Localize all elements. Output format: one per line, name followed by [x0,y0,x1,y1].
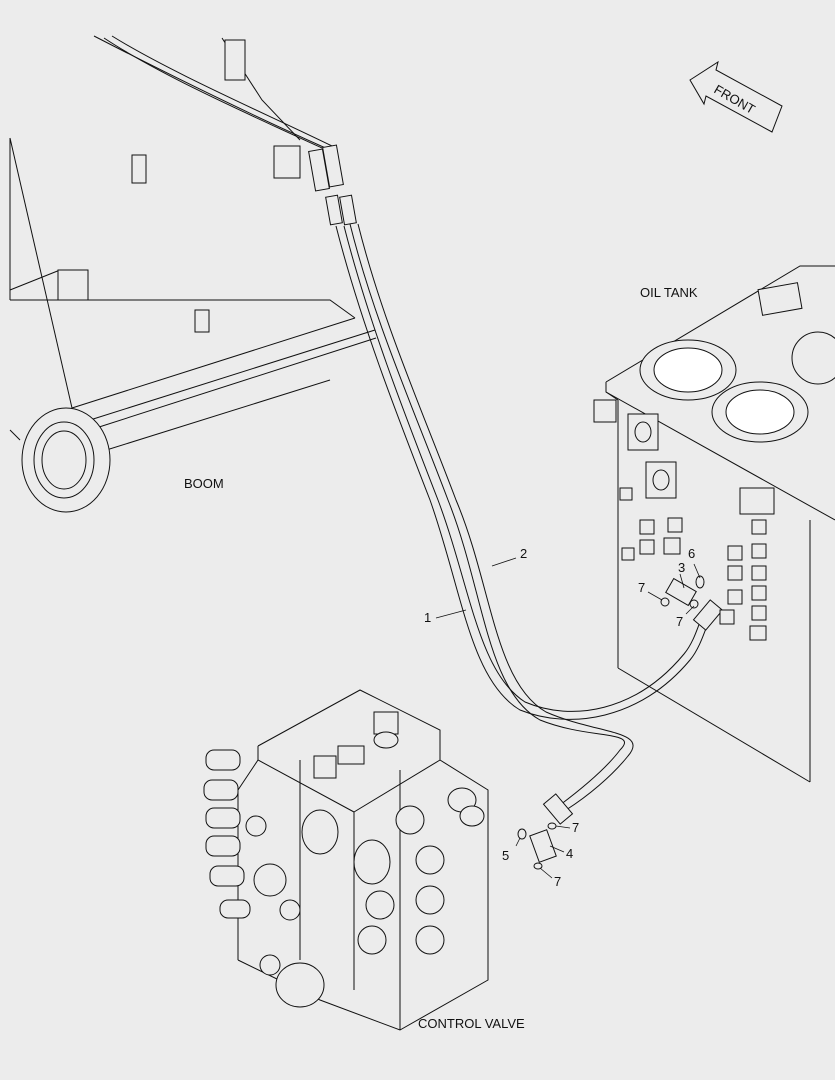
callout-7a: 7 [638,580,645,595]
callout-4: 4 [566,846,573,861]
part-6-oring [695,575,705,589]
boom: BOOM [9,35,377,513]
part-5-oring [517,828,527,840]
leader-1 [435,609,467,619]
hose-clamp [273,145,301,179]
boom-fitting-4 [339,194,357,226]
callout-3: 3 [678,560,685,575]
oil-tank-label: OIL TANK [640,285,698,300]
callout-6: 6 [688,546,695,561]
hose-2 [349,223,634,811]
valve-bosses [245,711,485,1008]
leader-2 [491,557,517,567]
callouts: 1 2 3 6 7 7 7 4 5 7 [424,546,701,889]
leader-7c [555,825,571,829]
part-7-oring-b [689,599,699,609]
boom-label: BOOM [184,476,224,491]
tank-bracket [739,487,775,515]
boom-bracket-3 [57,269,89,301]
part-3-fitting [665,577,697,607]
callout-1: 1 [424,610,431,625]
leader-7d [539,867,553,879]
control-valve: CONTROL VALVE [203,689,557,1031]
tank-port-fittings [619,487,767,641]
leader-3 [679,573,685,589]
boom-bracket-4 [224,39,246,81]
front-arrow: FRONT [689,60,783,133]
oil-tank: OIL TANK [593,265,835,783]
tank-flange-1 [627,413,659,451]
valve-spool-caps [203,749,251,919]
part-7-oring-a [660,597,670,607]
callout-7c: 7 [572,820,579,835]
boom-fitting-2 [322,144,344,188]
tank-flange-2 [645,461,677,499]
part-7-oring-d [533,862,543,870]
callout-2: 2 [520,546,527,561]
tank-cap [757,282,803,316]
leader-5 [515,837,521,847]
callout-5: 5 [502,848,509,863]
boom-bracket-1 [131,154,147,184]
leader-7a [647,591,663,601]
part-7-oring-c [547,822,557,830]
tank-hose-fitting [692,599,724,631]
leader-4 [549,845,565,853]
leader-7b [685,605,695,615]
boom-bracket-2 [194,309,210,333]
boom-fitting-3 [325,194,343,226]
leader-6 [693,563,701,579]
callout-7d: 7 [554,874,561,889]
hose-1 [335,225,711,720]
part-4-tee [529,829,557,863]
tank-lug [593,399,617,423]
valve-hose-fitting [542,793,574,825]
callout-7b: 7 [676,614,683,629]
control-valve-label: CONTROL VALVE [418,1016,525,1031]
